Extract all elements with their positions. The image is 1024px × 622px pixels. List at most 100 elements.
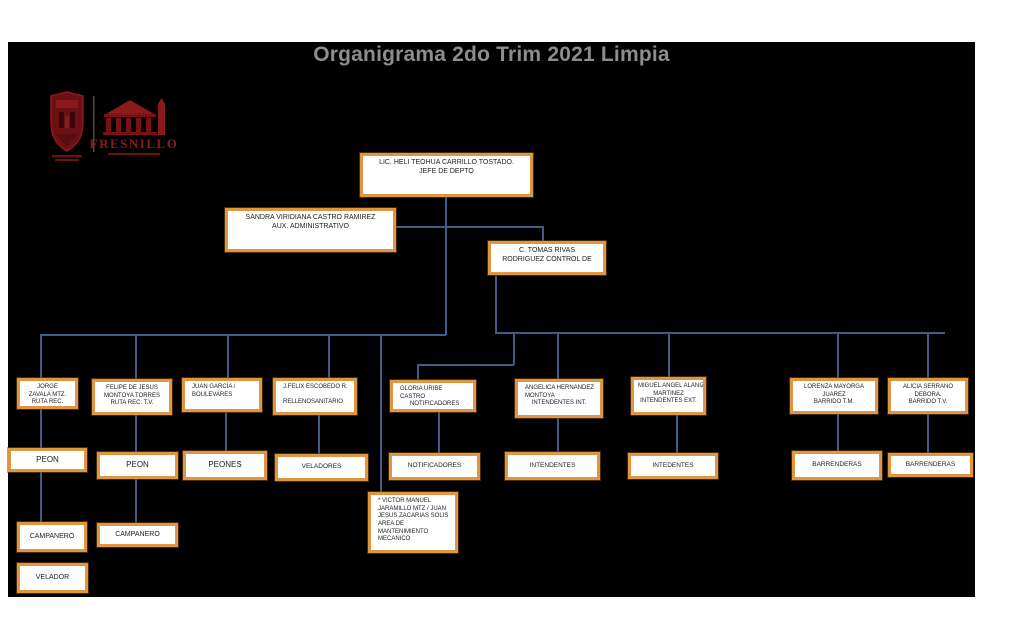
- org-node-label: JUAN GARCÍA /: [192, 384, 236, 390]
- slide-background: [8, 42, 975, 597]
- logo-divider: [93, 96, 95, 152]
- org-node-label: RELLENOSANITARIO: [283, 399, 343, 406]
- crest-caption-decoration: [55, 159, 79, 161]
- org-node-label: CASTRO: [400, 393, 426, 400]
- org-node-intendentes: INTENDENTES: [505, 452, 600, 480]
- connector-line-vertical: [557, 332, 559, 379]
- org-node-label: BARRIDO T.M.: [813, 399, 855, 406]
- org-node-label: LIC. HELI TEOHUA CARRILLO TOSTADO.: [379, 159, 514, 166]
- connector-line-vertical: [927, 414, 929, 453]
- org-node-label: J.FELIX ESCOBEDO R.: [283, 384, 348, 390]
- org-node-label: LORENZA MAYORGA: [804, 384, 864, 390]
- org-node-label: BARRENDERAS: [812, 461, 862, 469]
- connector-line-vertical: [135, 478, 137, 523]
- connector-line-vertical: [40, 408, 42, 448]
- org-node-label: [283, 392, 350, 400]
- org-node-barrenderas-2: BARRENDERAS: [888, 453, 973, 477]
- connector-line-vertical: [542, 226, 544, 242]
- org-node-barrenderas-1: BARRENDERAS: [792, 451, 882, 480]
- connector-line-vertical: [837, 414, 839, 451]
- org-node-label: PEON: [36, 454, 59, 464]
- org-node-label: MONTOYA: [525, 392, 555, 399]
- connector-line-vertical: [438, 412, 440, 453]
- org-node-label: AUX. ADMINISTRATIVO: [272, 222, 349, 230]
- connector-line-vertical: [676, 415, 678, 453]
- connector-line-horizontal: [495, 332, 945, 334]
- logo-brand-text: FRESNILLO: [90, 136, 178, 151]
- org-node-label: BARRENDERAS: [905, 460, 956, 468]
- org-node-veladores: VELADORES: [275, 454, 368, 481]
- org-node-label: JUAREZ: [822, 391, 846, 398]
- org-node-label: * VICTOR MANUEL: [378, 498, 432, 504]
- org-node-label: INTEDENTES: [652, 461, 694, 469]
- connector-line-vertical: [227, 334, 229, 378]
- connector-line-horizontal: [396, 226, 543, 228]
- connector-line-horizontal: [417, 364, 514, 366]
- org-node-label: CAMPANERO: [115, 530, 160, 538]
- org-node-label: C. TOMAS RIVAS: [518, 247, 575, 254]
- connector-line-vertical: [135, 414, 137, 452]
- connector-line-vertical: [40, 334, 42, 378]
- org-node-label: INTENDENTES EXT.: [640, 398, 697, 405]
- fresnillo-logo: FRESNILLO: [50, 91, 178, 161]
- org-node-velador: VELADOR: [17, 563, 88, 593]
- org-node-label: RUTA REC. T.V.: [110, 400, 154, 407]
- org-node-label: GLORIA URIBE: [400, 386, 443, 392]
- org-node-label: MIGUEL ANGEL ALANIZ: [638, 383, 705, 389]
- connector-line-vertical: [495, 276, 497, 334]
- org-node-peones: PEONES: [183, 451, 267, 480]
- municipal-crest-icon: [50, 91, 84, 161]
- org-node-jfelix: J.FELIX ESCOBEDO R. RELLENOSANITARIO: [273, 378, 357, 415]
- connector-line-vertical: [557, 418, 559, 452]
- org-node-campanero-1: CAMPANERO: [17, 522, 87, 552]
- connector-line-vertical: [225, 412, 227, 451]
- org-node-label: MARTINEZ: [653, 390, 684, 397]
- org-node-label: VELADORES: [301, 463, 342, 471]
- org-node-label: JARAMILLO MTZ / JUAN: [378, 505, 447, 512]
- connector-line-vertical: [513, 332, 515, 365]
- org-node-notificadores: NOTIFICADORES: [389, 453, 480, 480]
- org-node-label: AREA DE: [378, 521, 405, 528]
- org-node-label: VELADOR: [35, 573, 70, 581]
- org-node-label: MONTOYA TORRES: [104, 392, 160, 399]
- org-node-label: FELIPE DE JESUS: [106, 385, 158, 391]
- connector-line-vertical: [837, 332, 839, 378]
- connector-line-vertical: [318, 415, 320, 454]
- fresnillo-building-icon: [103, 98, 165, 135]
- connector-line-vertical: [328, 334, 330, 378]
- org-node-label: JESUS ZACARIAS SOLIS: [378, 513, 449, 520]
- connector-line-horizontal: [40, 334, 446, 336]
- org-node-label: INTENDENTES INT.: [525, 400, 587, 407]
- connector-line-vertical: [40, 472, 42, 522]
- connector-line-vertical: [927, 332, 929, 378]
- connector-line-vertical: [417, 364, 419, 380]
- org-node-label: NOTIFICADORES: [400, 401, 460, 408]
- org-node-label: BARRIDO T.V.: [908, 399, 948, 406]
- org-node-label: JEFE DE DEPTO: [419, 167, 474, 175]
- org-node-label: MANTENIMIENTO: [378, 528, 429, 535]
- connector-line-vertical: [380, 334, 382, 492]
- connector-line-vertical: [668, 332, 670, 377]
- connector-line-vertical: [135, 334, 137, 379]
- connector-line-vertical: [445, 197, 447, 335]
- org-node-label: JORGE: [37, 384, 58, 390]
- org-node-label: DEBORA.: [914, 391, 942, 398]
- org-node-label: NOTIFICADORES: [407, 462, 462, 470]
- org-node-peon-2: PEON: [97, 452, 178, 479]
- diagram-title: Organigrama 2do Trim 2021 Limpia: [313, 43, 670, 66]
- org-node-label: INTENDENTES: [529, 461, 576, 469]
- org-node-label: ALICIA SERRANO: [902, 384, 953, 390]
- logo-tagline-decoration: [108, 153, 160, 155]
- crest-caption-decoration: [52, 155, 82, 158]
- org-node-label: RUTA REC.: [31, 399, 64, 406]
- org-node-label: PEON: [126, 460, 149, 470]
- org-node-peon-1: PEON: [8, 448, 87, 472]
